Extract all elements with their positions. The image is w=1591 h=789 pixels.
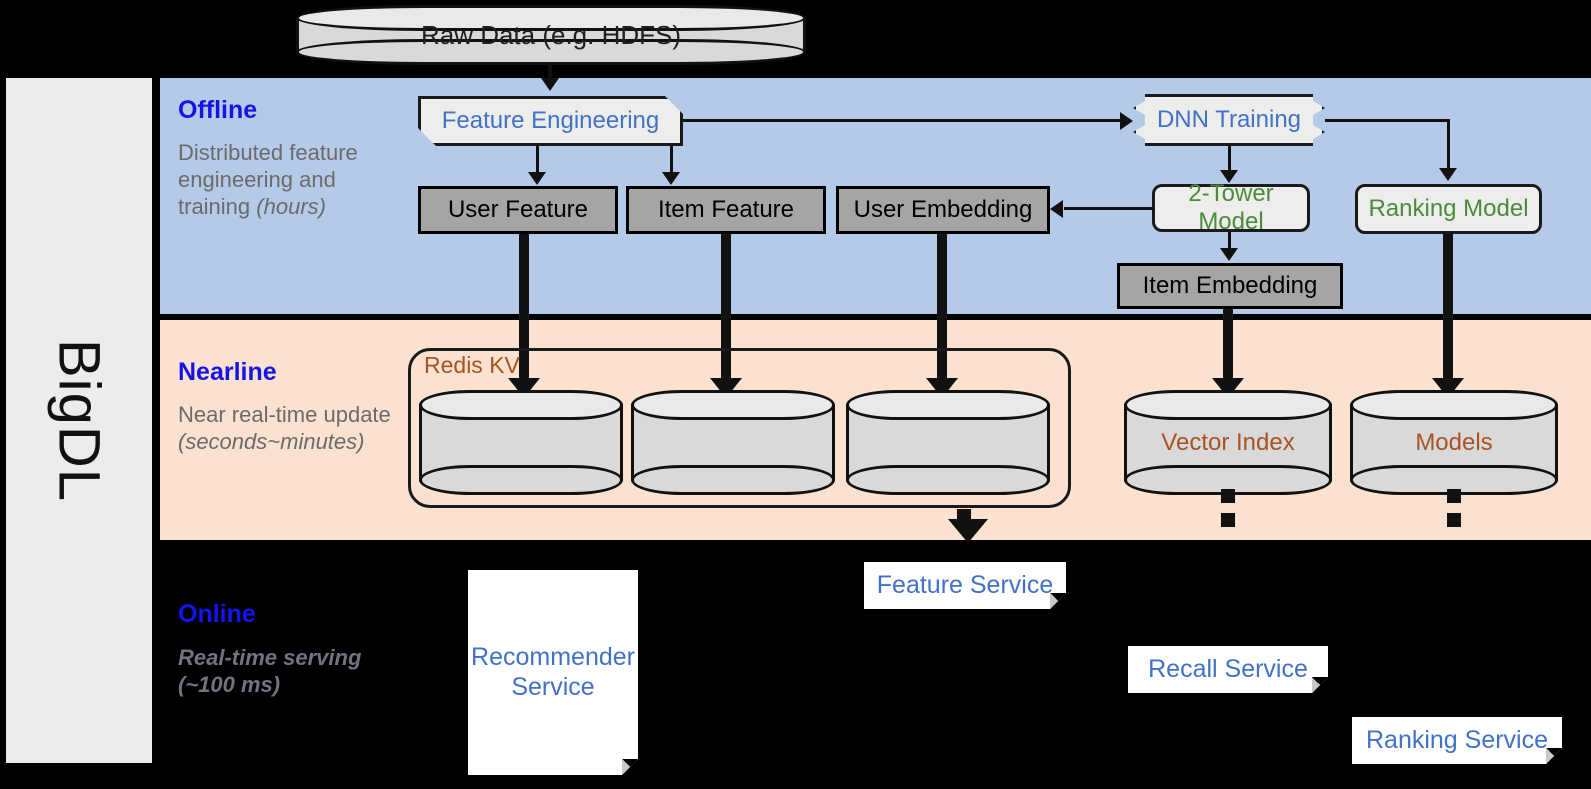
store-user-feature-label	[419, 390, 623, 495]
offline-subtitle-text: Distributed feature engineering and trai…	[178, 140, 358, 219]
store-user-embedding	[846, 390, 1050, 495]
stub-vectorindex-recall-b	[1221, 513, 1235, 527]
online-subtitle-text: Real-time serving	[178, 645, 362, 670]
connector-2tower-itemembedding	[1228, 232, 1231, 250]
nearline-subtitle: Near real-time update (seconds~minutes)	[178, 402, 408, 456]
arrow-redis-featureservice	[948, 519, 988, 543]
online-subtitle-emphasis: (~100 ms)	[178, 671, 281, 697]
service-recommender[interactable]: Recommender Service	[468, 570, 638, 775]
node-ranking-model[interactable]: Ranking Model	[1355, 184, 1542, 234]
connector-fe-dnn	[683, 119, 1120, 122]
offline-title: Offline	[178, 96, 258, 124]
connector-dnn-ranking-h	[1325, 119, 1450, 122]
service-recall[interactable]: Recall Service	[1128, 646, 1328, 693]
redis-kv-container	[408, 348, 1071, 508]
node-user-embedding[interactable]: User Embedding	[836, 186, 1050, 234]
node-2-tower-model[interactable]: 2-Tower Model	[1152, 180, 1310, 235]
arrow-fe-dnn	[1120, 112, 1133, 130]
cylinder-bottom	[631, 465, 835, 495]
connector-fe-userfeature	[536, 146, 539, 174]
service-feature-label: Feature Service	[876, 570, 1054, 599]
node-user-feature[interactable]: User Feature	[418, 186, 618, 234]
service-recall-label: Recall Service	[1148, 654, 1308, 683]
nearline-title: Nearline	[178, 358, 277, 386]
arrow-fe-itemfeature	[662, 172, 680, 185]
pipe-itemfeature-store	[721, 234, 731, 382]
store-user-embedding-label	[846, 390, 1050, 495]
pipe-rankingmodel-models	[1443, 234, 1453, 382]
pipe-userfeature-store	[519, 234, 529, 382]
stub-models-ranking-b	[1447, 513, 1461, 527]
store-item-feature-label	[631, 390, 835, 495]
cylinder-top	[296, 5, 806, 31]
arrow-rawdata-fe	[541, 78, 559, 91]
nearline-subtitle-emphasis: (seconds~minutes)	[178, 428, 365, 454]
store-models: Models	[1350, 390, 1558, 495]
offline-subtitle-emphasis: (hours)	[256, 193, 326, 219]
store-models-label: Models	[1415, 428, 1493, 456]
arrow-2tower-itemembedding	[1220, 248, 1238, 261]
arrow-fe-userfeature	[528, 172, 546, 185]
service-feature[interactable]: Feature Service	[864, 562, 1066, 609]
node-item-feature[interactable]: Item Feature	[626, 186, 826, 234]
store-user-feature	[419, 390, 623, 495]
connector-rawdata-fe	[548, 65, 552, 82]
store-vector-index: Vector Index	[1124, 390, 1332, 495]
raw-data-store: Raw Data (e.g. HDFS)	[296, 5, 806, 65]
cylinder-top	[631, 390, 835, 420]
service-ranking[interactable]: Ranking Service	[1352, 717, 1562, 764]
node-item-embedding[interactable]: Item Embedding	[1117, 263, 1343, 309]
connector-fe-itemfeature	[670, 146, 673, 174]
online-subtitle: Real-time serving (~100 ms)	[178, 645, 393, 699]
bigdl-label-text: BigDL	[46, 339, 112, 502]
bigdl-sidebar: BigDL	[6, 78, 152, 763]
redis-kv-label: Redis KV	[424, 352, 520, 378]
arrow-dnn-ranking	[1439, 168, 1457, 181]
cylinder-bottom	[846, 465, 1050, 495]
connector-dnn-2tower	[1228, 146, 1231, 172]
stub-models-ranking-a	[1447, 489, 1461, 503]
raw-data-label: Raw Data (e.g. HDFS)	[420, 19, 682, 50]
arrow-2tower-userembedding	[1050, 200, 1063, 218]
cylinder-top	[1124, 390, 1332, 420]
stub-vectorindex-recall-a	[1221, 489, 1235, 503]
connector-2tower-userembedding	[1064, 207, 1154, 210]
node-dnn-training[interactable]: DNN Training	[1133, 94, 1325, 146]
service-recommender-label: Recommender Service	[471, 643, 635, 701]
pipe-userembedding-store	[937, 234, 947, 382]
nearline-subtitle-text: Near real-time update	[178, 402, 391, 427]
cylinder-top	[846, 390, 1050, 420]
service-ranking-label: Ranking Service	[1365, 725, 1549, 754]
bigdl-label: BigDL	[6, 78, 152, 763]
store-vector-index-label: Vector Index	[1161, 428, 1295, 456]
offline-subtitle: Distributed feature engineering and trai…	[178, 140, 393, 220]
connector-dnn-ranking-v	[1447, 119, 1450, 170]
online-title: Online	[178, 600, 256, 628]
cylinder-top	[419, 390, 623, 420]
node-feature-engineering[interactable]: Feature Engineering	[418, 96, 683, 146]
cylinder-top	[1350, 390, 1558, 420]
pipe-itemembedding-vectorindex	[1223, 309, 1233, 382]
store-item-feature	[631, 390, 835, 495]
arrow-dnn-2tower	[1220, 170, 1238, 183]
cylinder-bottom	[296, 39, 806, 65]
cylinder-bottom	[419, 465, 623, 495]
